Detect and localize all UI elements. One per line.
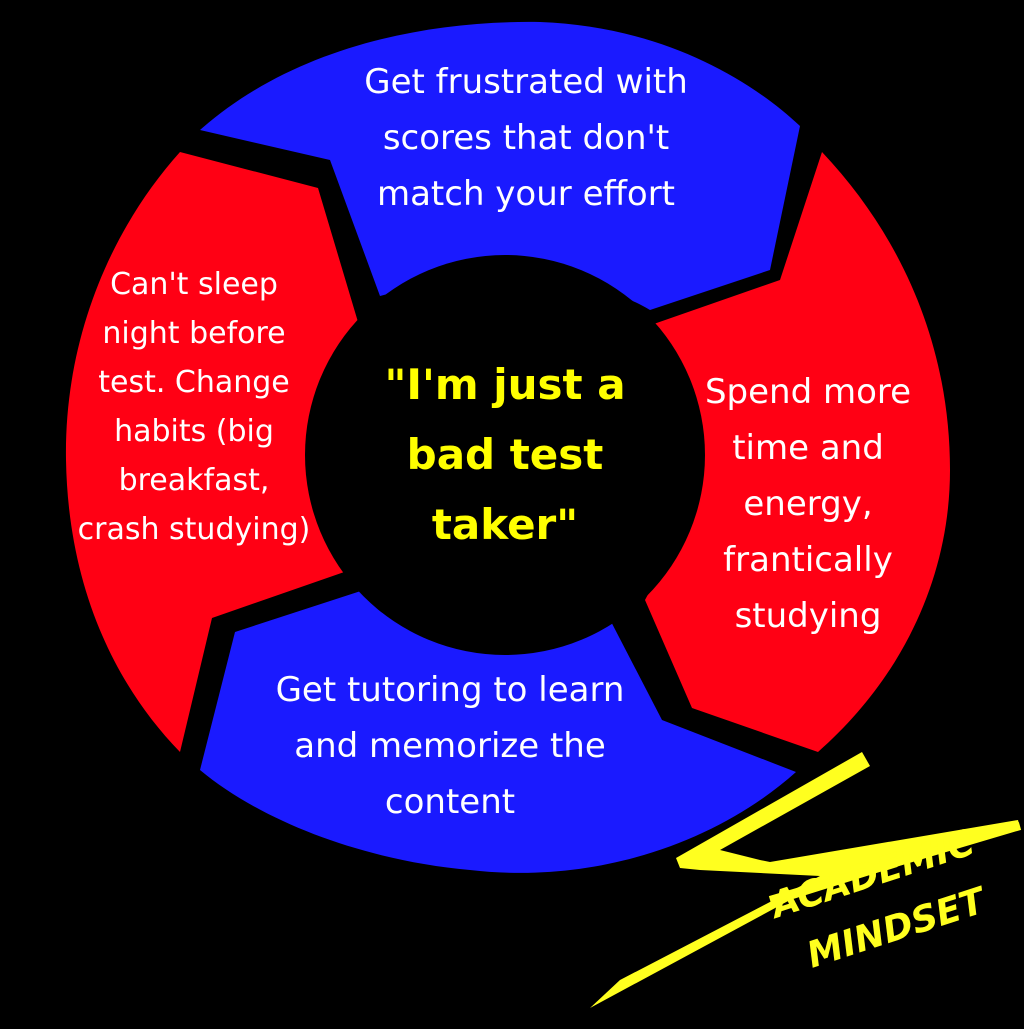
logo-underline bbox=[768, 822, 1022, 904]
center-statement: "I'm just a bad test taker" bbox=[384, 360, 626, 549]
z-bolt-shape bbox=[590, 752, 1020, 1008]
top-segment-text: Get frustrated with scores that don't ma… bbox=[364, 62, 688, 214]
center-hub bbox=[305, 255, 705, 655]
left-segment-text: Can't sleep night before test. Change ha… bbox=[77, 267, 311, 547]
bottom-segment-text: Get tutoring to learn and memorize the c… bbox=[275, 670, 625, 822]
segment-left bbox=[65, 152, 358, 752]
segment-right bbox=[645, 152, 950, 752]
segment-bottom bbox=[200, 588, 796, 873]
segment-top bbox=[200, 21, 800, 310]
right-segment-text: Spend more time and energy, frantically … bbox=[704, 372, 912, 636]
